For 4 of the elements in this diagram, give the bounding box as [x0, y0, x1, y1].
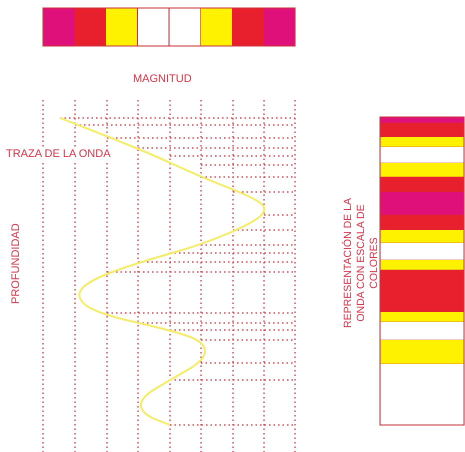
- wave-trace-label: TRAZA DE LA ONDA: [6, 148, 111, 160]
- axis-label: MAGNITUD: [133, 73, 192, 85]
- axis-label: PROFUNDIDAD: [10, 224, 22, 304]
- strip-caption: REPRESENTACIÓN DE LA ONDA CON ESCALA DE COLORES: [342, 197, 381, 330]
